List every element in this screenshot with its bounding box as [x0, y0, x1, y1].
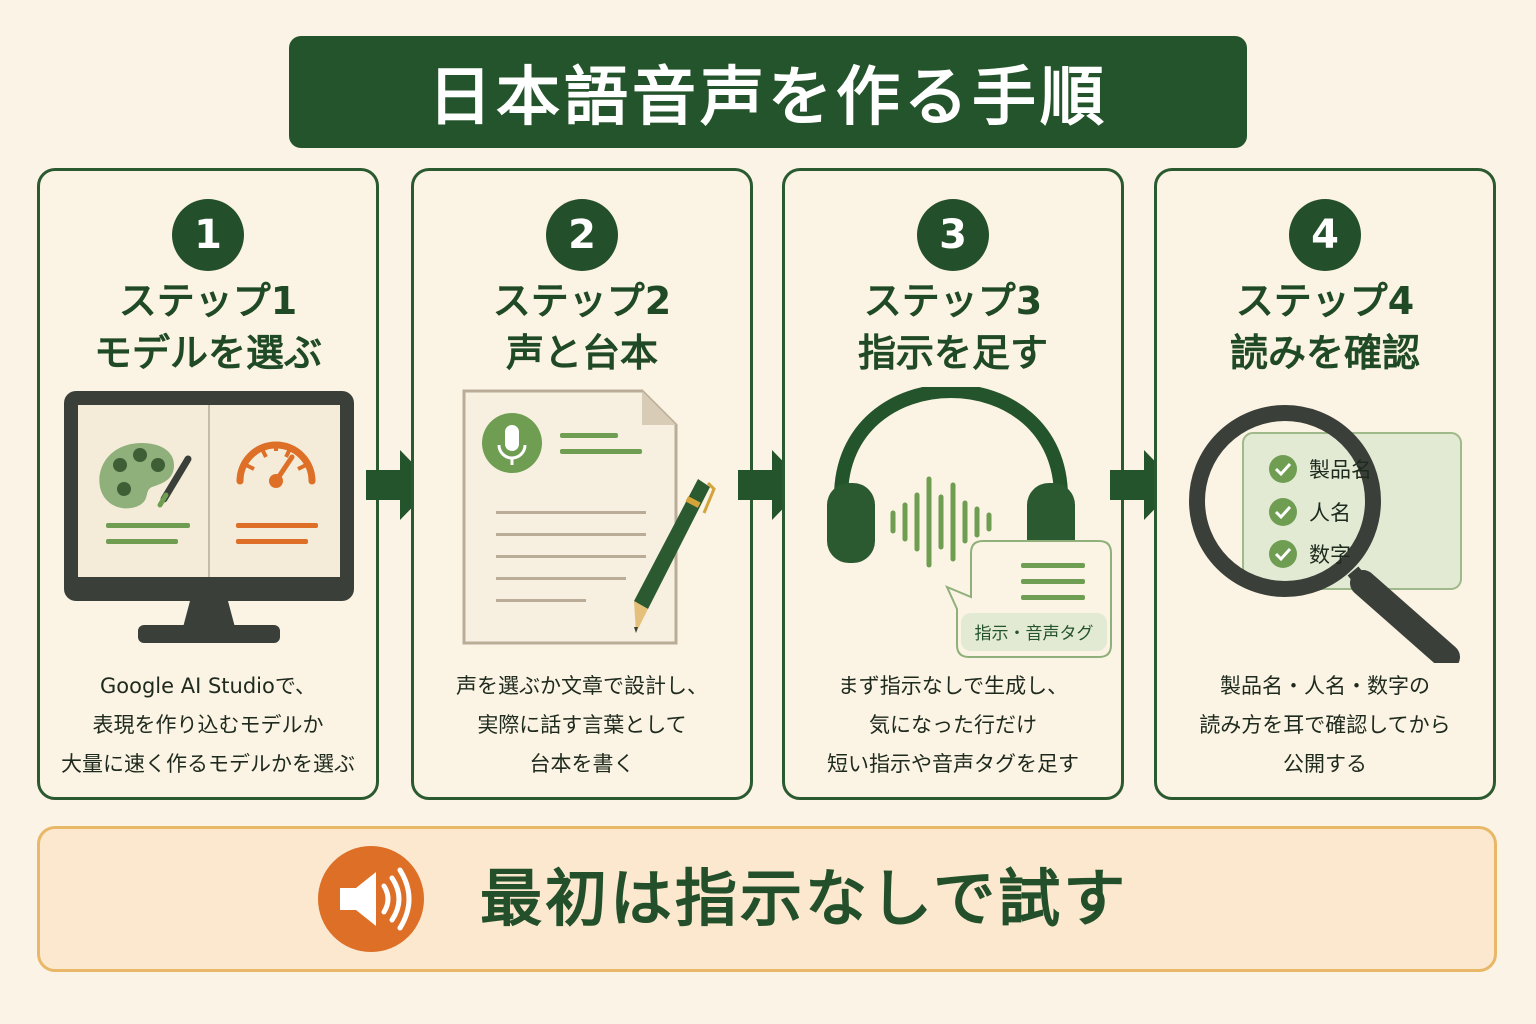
- step-title-line1: ステップ1: [118, 279, 298, 323]
- step-number-badge: 1: [172, 199, 244, 271]
- step-number-badge: 4: [1289, 199, 1361, 271]
- step-title-line1: ステップ4: [1235, 279, 1415, 323]
- step-title: ステップ1 モデルを選ぶ: [40, 275, 376, 379]
- document-illustration: [462, 389, 716, 645]
- step-card-2: 2 ステップ2 声と台本 声を選ぶか文章で: [411, 168, 753, 800]
- speaker-icon: [318, 846, 424, 952]
- step-description: まず指示なしで生成し、 気になった行だけ 短い指示や音声タグを足す: [793, 667, 1113, 784]
- microphone-icon: [482, 413, 542, 473]
- step-number-badge: 3: [917, 199, 989, 271]
- check-icon: [1269, 540, 1297, 568]
- step-title-line2: 指示を足す: [857, 331, 1048, 375]
- headphones-illustration: 指示・音声タグ: [827, 387, 1112, 658]
- desc-line: 声を選ぶか文章で設計し、: [456, 674, 708, 698]
- checklist-item: 人名: [1309, 501, 1351, 525]
- step-title-line2: 声と台本: [505, 331, 658, 375]
- monitor-illustration: [64, 391, 354, 643]
- desc-line: Google AI Studioで、: [99, 674, 316, 698]
- palette-icon: [99, 443, 192, 509]
- desc-line: 実際に話す言葉として: [477, 713, 687, 737]
- step-title: ステップ4 読みを確認: [1157, 275, 1493, 379]
- step-description: 声を選ぶか文章で設計し、 実際に話す言葉として 台本を書く: [422, 667, 742, 784]
- step-title: ステップ2 声と台本: [414, 275, 750, 379]
- title-banner: 日本語音声を作る手順: [289, 36, 1247, 148]
- magnifier-illustration: 製品名 人名 数字: [1189, 405, 1462, 663]
- desc-line: 公開する: [1283, 752, 1367, 776]
- step-number-badge: 2: [546, 199, 618, 271]
- monitor-icon: [64, 391, 354, 643]
- step-title-line1: ステップ3: [863, 279, 1043, 323]
- desc-line: まず指示なしで生成し、: [837, 674, 1069, 698]
- check-icon: [1269, 455, 1297, 483]
- checklist-item: 数字: [1309, 543, 1351, 567]
- step-title: ステップ3 指示を足す: [785, 275, 1121, 379]
- speech-bubble-icon: [945, 540, 1112, 658]
- page-title: 日本語音声を作る手順: [428, 61, 1108, 135]
- step-title-line1: ステップ2: [492, 279, 672, 323]
- checklist-item: 製品名: [1309, 458, 1372, 482]
- desc-line: 読み方を耳で確認してから: [1199, 713, 1451, 737]
- pen-icon: [634, 479, 716, 633]
- step-description: Google AI Studioで、 表現を作り込むモデルか 大量に速く作るモデ…: [48, 667, 368, 784]
- desc-line: 短い指示や音声タグを足す: [827, 752, 1079, 776]
- step-card-3: 3 ステップ3 指示を足す 指示・音声タグ: [782, 168, 1124, 800]
- speedometer-icon: [236, 441, 316, 488]
- step-title-line2: 読みを確認: [1229, 331, 1420, 375]
- bubble-label: 指示・音声タグ: [975, 624, 1094, 644]
- step-description: 製品名・人名・数字の 読み方を耳で確認してから 公開する: [1165, 667, 1485, 784]
- step-card-4: 4 ステップ4 読みを確認 製品名 人名 数字 製品名・人名・数字の 読み方を耳…: [1154, 168, 1496, 800]
- desc-line: 製品名・人名・数字の: [1220, 674, 1430, 698]
- step-card-1: 1 ステップ1 モデルを選ぶ: [37, 168, 379, 800]
- bottom-message: 最初は指示なしで試す: [480, 862, 1129, 935]
- desc-line: 気になった行だけ: [869, 713, 1037, 737]
- bottom-banner: 最初は指示なしで試す: [37, 826, 1497, 972]
- check-icon: [1269, 498, 1297, 526]
- magnifier-icon: [1189, 405, 1460, 663]
- sound-wave-icon: [890, 476, 992, 568]
- desc-line: 台本を書く: [529, 752, 635, 776]
- step-title-line2: モデルを選ぶ: [93, 331, 322, 375]
- desc-line: 表現を作り込むモデルか: [92, 713, 324, 737]
- desc-line: 大量に速く作るモデルかを選ぶ: [61, 752, 355, 776]
